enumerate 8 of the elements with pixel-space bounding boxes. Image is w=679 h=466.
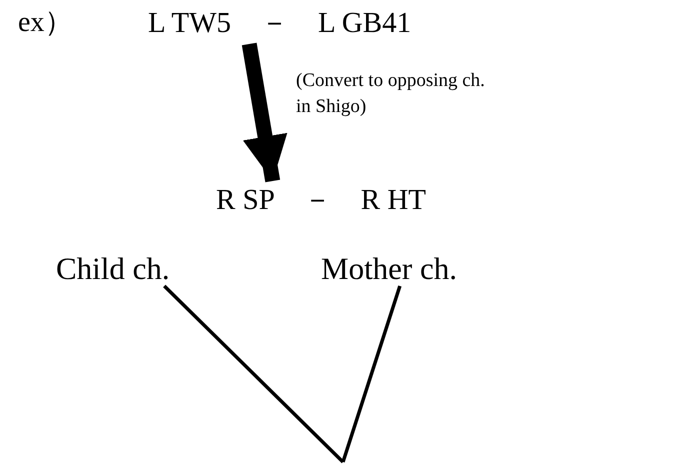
connector-line — [163, 284, 344, 464]
node-text: Mother ch. — [321, 252, 458, 286]
node-text: Child ch. — [56, 252, 170, 286]
node-text: L TW5 － L GB41 — [148, 8, 412, 40]
arrow — [242, 42, 288, 182]
connector-line — [341, 285, 402, 463]
example-label: ex） — [18, 8, 72, 39]
node-text: R SP － R HT — [216, 185, 426, 217]
